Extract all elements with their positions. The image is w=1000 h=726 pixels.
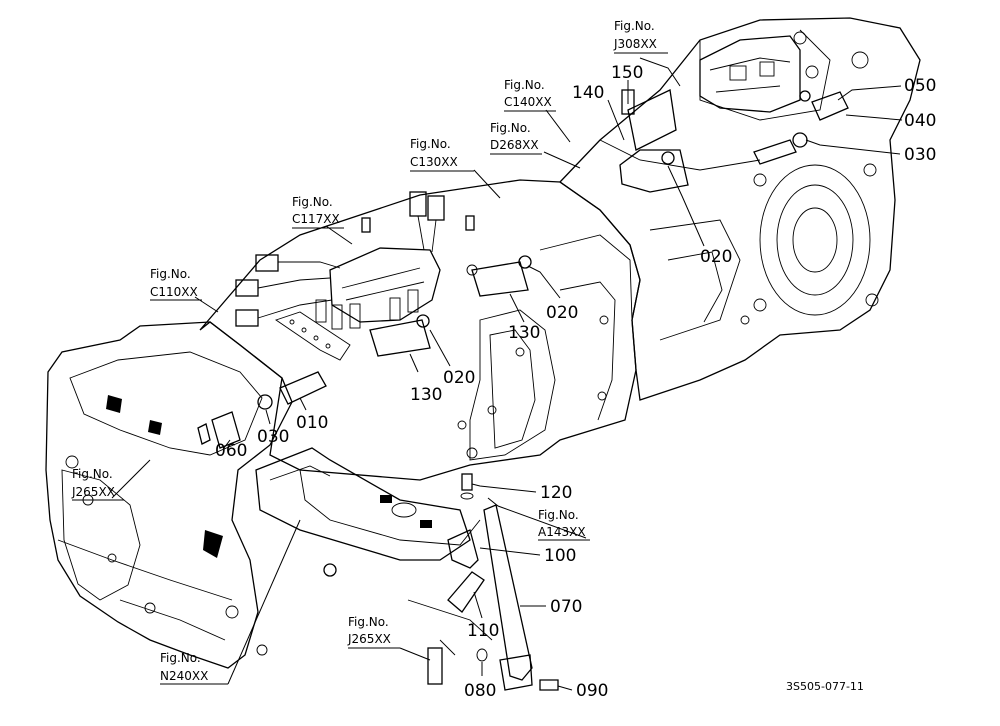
fig-ref-prefix: Fig.No. [490,121,531,135]
part-130-upper-label: 130 [508,323,540,343]
fig-ref-c140xx: Fig.No. C140XX [504,78,556,112]
part-070-label: 070 [550,597,582,617]
part-110-label: 110 [467,621,499,641]
fig-ref-code: J265XX [71,485,115,499]
part-090-label: 090 [576,681,608,701]
part-050-label: 050 [904,76,936,96]
fig-ref-d268xx: Fig.No. D268XX [490,121,542,155]
part-020-left-label: 020 [443,368,475,388]
fig-ref-c117xx: Fig.No. C117XX [292,195,344,229]
part-020-middle-label: 020 [546,303,578,323]
fig-ref-n240xx: Fig.No. N240XX [160,651,228,685]
fig-ref-prefix: Fig.No. [504,78,545,92]
leader-lines [111,57,903,691]
part-080-label: 080 [464,681,496,701]
fig-ref-code: N240XX [160,669,208,683]
fig-ref-j308xx: Fig.No. J308XX [613,19,668,54]
fig-ref-prefix: Fig.No. [410,137,451,151]
part-030-left-label: 030 [257,427,289,447]
fig-ref-j265xx-bottom: Fig.No. J265XX [347,615,400,649]
fig-ref-code: C110XX [150,285,198,299]
part-040-label: 040 [904,111,936,131]
fig-ref-prefix: Fig.No. [292,195,333,209]
fig-ref-code: C140XX [504,95,552,109]
fig-ref-code: D268XX [490,138,539,152]
fig-ref-code: C117XX [292,212,340,226]
part-100-label: 100 [544,546,576,566]
part-020-right-label: 020 [700,247,732,267]
fig-ref-code: C130XX [410,155,458,169]
part-150-label: 150 [611,63,643,83]
fig-ref-prefix: Fig.No. [72,467,113,481]
part-010-label: 010 [296,413,328,433]
drawing-code: 3S505-077-11 [786,680,864,693]
part-140-label: 140 [572,83,604,103]
part-060-label: 060 [215,441,247,461]
fig-ref-prefix: Fig.No. [614,19,655,33]
fig-ref-a143xx: Fig.No. A143XX [538,508,590,541]
fig-ref-code: A143XX [538,525,586,539]
fig-ref-code: J308XX [613,37,657,51]
fig-ref-labels: Fig.No. J308XX Fig.No. C140XX Fig.No. D2… [71,19,668,685]
fig-ref-c130xx: Fig.No. C130XX [410,137,474,172]
fig-ref-j265xx-left: Fig.No. J265XX [71,467,124,501]
fig-ref-prefix: Fig.No. [348,615,389,629]
transmission-case-artwork [45,17,921,691]
fig-ref-code: J265XX [347,632,391,646]
part-120-label: 120 [540,483,572,503]
part-130-lower-label: 130 [410,385,442,405]
fig-ref-c110xx: Fig.No. C110XX [150,267,202,301]
fig-ref-prefix: Fig.No. [538,508,579,522]
fig-ref-prefix: Fig.No. [160,651,201,665]
part-030-right-label: 030 [904,145,936,165]
part-number-labels: 150 140 050 040 030 020 020 130 020 130 … [215,63,936,701]
fig-ref-prefix: Fig.No. [150,267,191,281]
